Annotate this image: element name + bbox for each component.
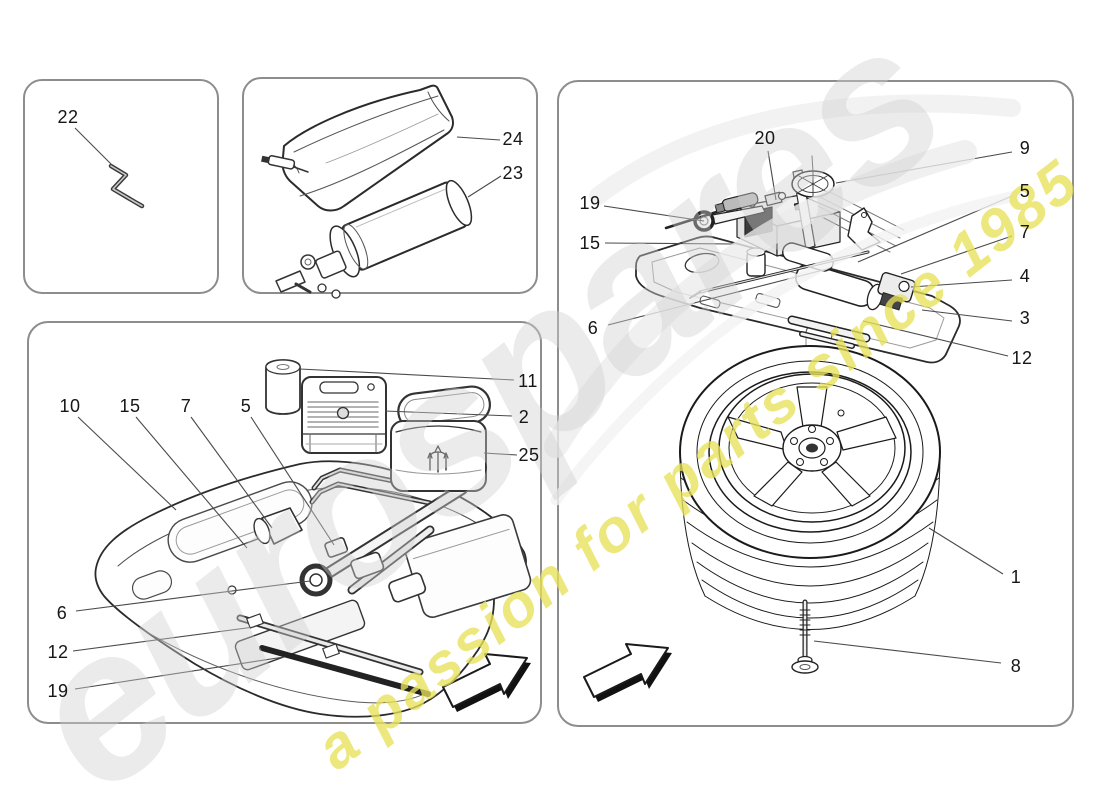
leader-line — [483, 452, 518, 456]
callout-1: 1 — [1010, 567, 1022, 587]
callout-9: 9 — [1019, 138, 1031, 158]
wheel-lug-holes — [790, 425, 834, 466]
air-compressor-drawing — [301, 376, 387, 454]
wheel-bolt-drawing — [791, 599, 819, 674]
foam-slot — [167, 481, 313, 563]
leader-lines — [72, 127, 1013, 690]
tray-tools-drawing — [227, 467, 468, 697]
callout-7b: 7 — [1019, 222, 1031, 242]
callout-7: 7 — [180, 396, 192, 416]
callout-12: 12 — [47, 642, 69, 662]
tool-bag-drawing — [261, 84, 454, 212]
leader-line — [928, 527, 1004, 575]
callout-22: 22 — [57, 107, 79, 127]
leader-line — [862, 320, 1009, 357]
callout-6: 6 — [56, 603, 68, 623]
panel-tow-hook-border — [23, 79, 219, 294]
callout-8: 8 — [1010, 656, 1022, 676]
clamp-drawing — [764, 191, 787, 207]
leader-line — [900, 235, 1013, 275]
bag-zipper-icon — [261, 155, 296, 170]
leader-line — [603, 205, 705, 222]
callout-10: 10 — [59, 396, 81, 416]
callout-2: 2 — [518, 407, 530, 427]
callout-6b: 6 — [587, 318, 599, 338]
callout-11: 11 — [518, 371, 538, 391]
wheel-valve-icon — [837, 409, 845, 417]
foam-slot-small — [131, 570, 173, 600]
leader-line — [299, 368, 515, 381]
leader-line — [910, 279, 1013, 288]
leader-line — [75, 580, 311, 612]
callout-19b: 19 — [579, 193, 601, 213]
tool-case-drawing — [390, 385, 492, 492]
leader-line — [74, 656, 285, 690]
leader-line — [467, 175, 502, 198]
tow-eye-drawing — [693, 205, 766, 232]
callout-5: 5 — [240, 396, 252, 416]
callout-20: 20 — [754, 128, 776, 148]
leader-line — [813, 640, 1002, 664]
leader-line — [135, 416, 248, 549]
wheel-spokes — [727, 386, 897, 507]
callout-15b: 15 — [579, 233, 601, 253]
callout-5b: 5 — [1019, 181, 1031, 201]
leader-line — [77, 416, 177, 511]
leader-line — [74, 127, 113, 166]
callout-23: 23 — [502, 163, 524, 183]
leader-line — [190, 416, 273, 529]
leader-line — [604, 242, 736, 245]
jack-pad-drawing — [791, 170, 835, 198]
wheel-wrench-head-drawing — [877, 272, 916, 311]
handle-strips-drawing — [787, 315, 871, 349]
watermark-swoosh — [544, 94, 1021, 506]
leader-line — [250, 416, 335, 546]
callout-24: 24 — [502, 129, 524, 149]
leader-line — [456, 136, 501, 141]
tow-hook-drawing — [108, 163, 145, 209]
callout-4: 4 — [1019, 266, 1031, 286]
leader-line — [921, 309, 1013, 322]
spare-wheel-drawing — [679, 345, 941, 630]
callout-25: 25 — [518, 445, 540, 465]
direction-arrow-icon — [583, 643, 672, 702]
direction-arrow-icon — [442, 653, 531, 712]
leader-line — [767, 150, 777, 201]
callout-12b: 12 — [1011, 348, 1033, 368]
canister-valve-drawing — [275, 250, 347, 299]
trident-logo-icon — [427, 445, 449, 473]
foam-tray-drawing — [94, 460, 532, 718]
sealant-canister-drawing — [275, 179, 473, 299]
leader-line — [384, 410, 513, 417]
leader-line — [72, 626, 255, 652]
tape-roll-drawing — [265, 359, 301, 415]
callout-15: 15 — [119, 396, 141, 416]
callout-19: 19 — [47, 681, 69, 701]
callout-3: 3 — [1019, 308, 1031, 328]
